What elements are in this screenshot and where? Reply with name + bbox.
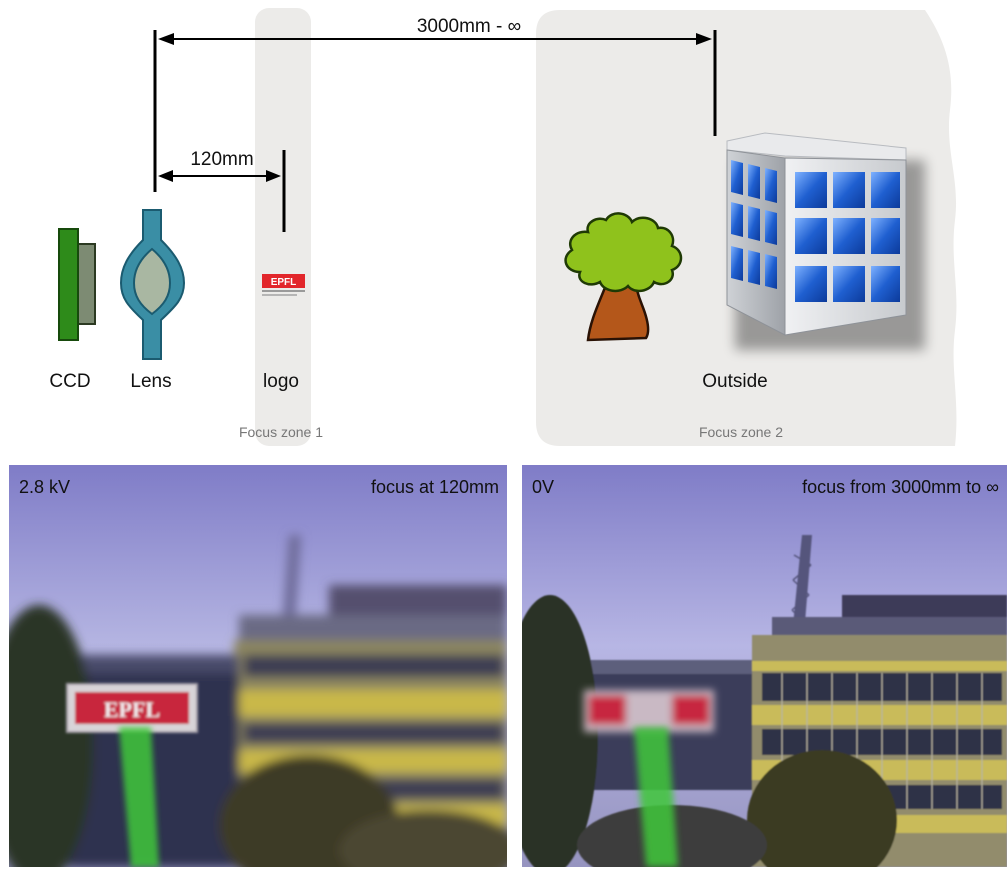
building-icon xyxy=(726,132,925,350)
photo-focus-far: 0V focus from 3000mm to ∞ xyxy=(522,465,1007,867)
photo-near-scene: EPFL xyxy=(9,465,507,867)
ccd-label: CCD xyxy=(49,371,90,392)
focus-diagram: 3000mm - ∞ 120mm EPFL xyxy=(49,8,957,446)
tree-icon xyxy=(564,212,683,342)
photo-far-scene xyxy=(522,465,1007,867)
far-arrowhead-left xyxy=(158,33,174,45)
laser-beam xyxy=(119,727,159,867)
photo-focus-near: EPFL 2.8 kV focus at 120mm xyxy=(9,465,507,867)
near-dimension-label: 120mm xyxy=(190,149,253,170)
focus-zone-2-label: Focus zone 2 xyxy=(699,424,783,440)
outside-label: Outside xyxy=(702,371,767,392)
near-arrowhead-right xyxy=(266,170,281,182)
far-arrowhead-right xyxy=(696,33,712,45)
epfl-sign-blurred xyxy=(584,690,714,732)
near-arrowhead-left xyxy=(158,170,173,182)
lens-label: Lens xyxy=(130,371,171,392)
focus-caption: focus from 3000mm to ∞ xyxy=(802,477,999,497)
voltage-label: 0V xyxy=(532,477,555,497)
laser-beam xyxy=(634,727,678,867)
epfl-sign: EPFL xyxy=(66,683,198,733)
logo-label: logo xyxy=(263,371,299,392)
far-dimension-label: 3000mm - ∞ xyxy=(417,16,521,37)
focus-caption: focus at 120mm xyxy=(370,477,499,497)
ccd-sensor-icon xyxy=(58,228,96,341)
voltage-label: 2.8 kV xyxy=(19,477,71,497)
svg-text:EPFL: EPFL xyxy=(271,277,297,288)
focus-zone-1-label: Focus zone 1 xyxy=(239,424,323,440)
lens-icon xyxy=(119,209,186,360)
epfl-logo-icon: EPFL xyxy=(262,274,305,296)
svg-text:EPFL: EPFL xyxy=(104,697,160,722)
